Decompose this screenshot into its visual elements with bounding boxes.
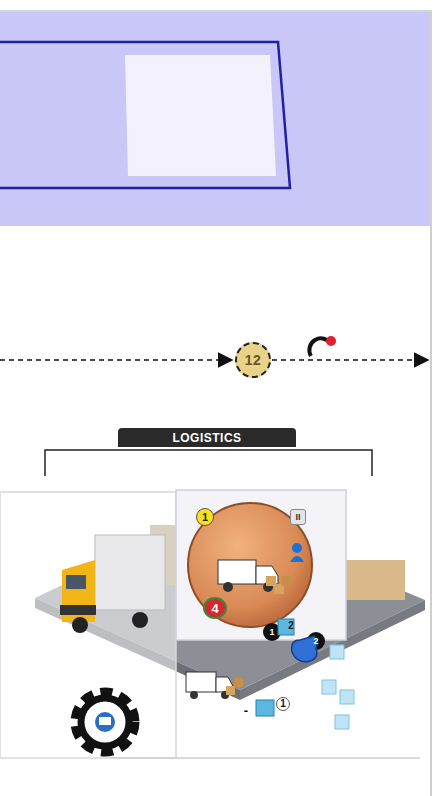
van-icon: [186, 672, 243, 699]
cost-badge: 1: [196, 508, 214, 526]
card-slot: [125, 55, 276, 176]
icon-number: 1: [276, 697, 290, 711]
section-banner: LOGISTICS: [118, 428, 296, 447]
value-badge: 4: [203, 597, 227, 619]
icon-number: 2: [310, 635, 322, 647]
node-text: LOGISTICS: [172, 431, 241, 445]
icon-number: 1: [266, 626, 278, 638]
minus-sign: -: [240, 703, 252, 717]
truck: [60, 535, 165, 633]
icon-number: 2: [285, 620, 297, 632]
bracket: [45, 450, 372, 476]
cubes: [322, 645, 354, 729]
track-line: [272, 359, 428, 361]
track-line: [0, 359, 232, 361]
top-region: [0, 12, 430, 226]
track-token: 12: [235, 342, 271, 378]
level-badge: II: [290, 509, 306, 525]
copper-disc: [188, 503, 312, 627]
node-text: 12: [245, 352, 262, 368]
board-slot: [0, 42, 290, 188]
building-card: [176, 490, 346, 640]
cube-icon: [256, 700, 274, 716]
van-icon: [218, 560, 292, 594]
gear-icon: [75, 692, 135, 752]
